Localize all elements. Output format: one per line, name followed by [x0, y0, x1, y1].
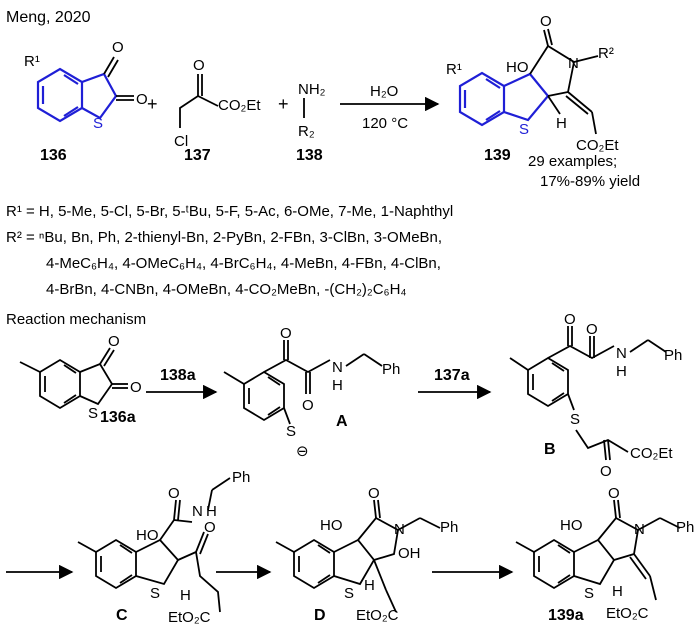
product-r2: R²: [598, 45, 614, 62]
label-136a: 136a: [100, 409, 136, 426]
label-137: 137: [184, 147, 211, 164]
b-ester: CO₂Et: [630, 445, 673, 462]
b-ph: Ph: [664, 347, 682, 364]
label-c: C: [116, 607, 128, 624]
c-ho: HO: [136, 527, 159, 544]
r2-substituents-3: 4-BrBn, 4-CNBn, 4-OMeBn, 4-CO₂MeBn, -(CH…: [46, 281, 407, 298]
intermediate-d-structure: [275, 499, 441, 613]
b-h: H: [616, 363, 627, 380]
compound-137-structure: [179, 74, 219, 128]
a-s: S: [286, 423, 296, 440]
b-o1: O: [564, 311, 576, 328]
d-h: H: [364, 577, 375, 594]
p-carbonyl-o: O: [608, 485, 620, 502]
condition-temperature: 120 °C: [362, 115, 408, 132]
p-ho: HO: [560, 517, 583, 534]
a-o2: O: [302, 397, 314, 414]
c-h-amide: H: [206, 503, 217, 520]
p-h: H: [612, 583, 623, 600]
p-ester: EtO₂C: [606, 605, 649, 622]
label-139a: 139a: [548, 607, 584, 624]
d-s: S: [344, 585, 354, 602]
intermediate-b-structure: [509, 326, 667, 461]
m136a-s: S: [88, 405, 98, 422]
d-ho: HO: [320, 517, 343, 534]
amine-nh2: NH₂: [298, 81, 326, 98]
c-ester: EtO₂C: [168, 609, 211, 626]
product-r1: R¹: [446, 61, 462, 78]
reagent-137-group: CO₂Et: [218, 97, 261, 114]
product-ester: CO₂Et: [576, 137, 619, 154]
plus-2: +: [278, 94, 289, 114]
label-139: 139: [484, 147, 511, 164]
compound-139-structure: [458, 71, 550, 127]
c-amide-o: O: [168, 485, 180, 502]
c-h: H: [180, 587, 191, 604]
p-ph: Ph: [676, 519, 694, 536]
r2-substituents-1: R² = ⁿBu, Bn, Ph, 2-thienyl-Bn, 2-PyBn, …: [6, 229, 442, 246]
reagent-137a: 137a: [434, 367, 470, 384]
product-h: H: [556, 115, 567, 132]
intermediate-c-structure: [77, 477, 231, 613]
substrate-o1: O: [112, 39, 124, 56]
r2-substituents-2: 4-MeC₆H₄, 4-OMeC₆H₄, 4-BrC₆H₄, 4-MeBn, 4…: [46, 255, 441, 272]
p-s: S: [584, 585, 594, 602]
c-ph: Ph: [232, 469, 250, 486]
substrate-s: S: [93, 115, 103, 132]
a-ph: Ph: [382, 361, 400, 378]
r1-substituents: R¹ = H, 5-Me, 5-Cl, 5-Br, 5-ᵗBu, 5-F, 5-…: [6, 203, 453, 220]
substrate-r1: R¹: [24, 53, 40, 70]
reagent-138a: 138a: [160, 367, 196, 384]
yield-range: 17%-89% yield: [540, 173, 640, 190]
m136a-o2: O: [130, 379, 142, 396]
p-n: N: [634, 521, 645, 538]
b-o2: O: [586, 321, 598, 338]
label-138: 138: [296, 147, 323, 164]
amine-r2: R₂: [298, 123, 315, 140]
m136a-o1: O: [108, 333, 120, 350]
product-139a-structure: [515, 499, 681, 601]
label-d: D: [314, 607, 326, 624]
a-o1: O: [280, 325, 292, 342]
d-ester: EtO₂C: [356, 607, 399, 624]
b-n: N: [616, 345, 627, 362]
d-n: N: [394, 521, 405, 538]
product-n: N: [568, 55, 579, 72]
c-n: N: [192, 503, 203, 520]
intermediate-a-structure: [223, 340, 383, 425]
mechanism-heading: Reaction mechanism: [6, 311, 146, 328]
label-a: A: [336, 413, 348, 430]
examples-count: 29 examples;: [528, 153, 617, 170]
product-carbonyl-o: O: [540, 13, 552, 30]
a-h: H: [332, 377, 343, 394]
label-b: B: [544, 441, 556, 458]
plus-1: +: [147, 94, 158, 114]
reagent-137-cl: Cl: [174, 133, 188, 150]
ketone-o: O: [193, 57, 205, 74]
a-n: N: [332, 359, 343, 376]
product-ho: HO: [506, 59, 529, 76]
b-s: S: [570, 411, 580, 428]
citation: Meng, 2020: [6, 9, 91, 26]
b-ketone-o: O: [600, 463, 612, 480]
label-136: 136: [40, 147, 67, 164]
product-s: S: [519, 121, 529, 138]
d-carbonyl-o: O: [368, 485, 380, 502]
a-minus: ⊖: [296, 443, 309, 460]
c-ketone-o: O: [204, 519, 216, 536]
d-oh: OH: [398, 545, 421, 562]
structure-136a: [19, 347, 128, 410]
c-s: S: [150, 585, 160, 602]
condition-solvent: H₂O: [370, 83, 398, 100]
d-ph: Ph: [440, 519, 458, 536]
substrate-o2: O: [136, 91, 148, 108]
compound-136-structure: [36, 67, 118, 123]
